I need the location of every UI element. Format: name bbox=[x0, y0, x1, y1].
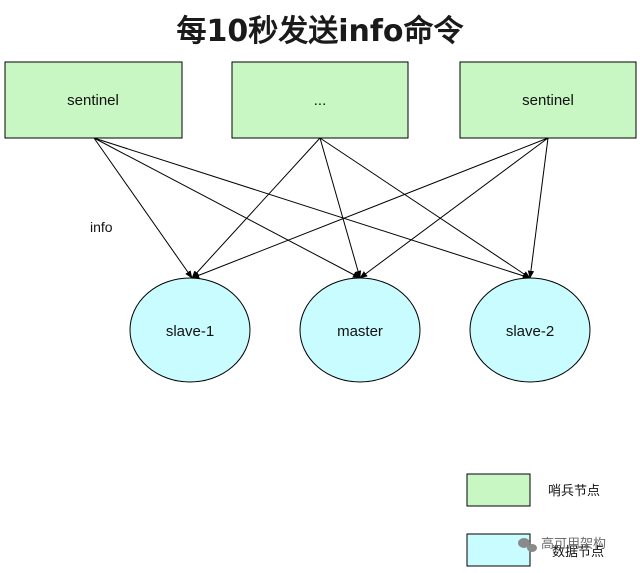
master-node bbox=[299, 277, 421, 383]
info-arrows bbox=[93, 137, 549, 279]
sentinel-right-label: sentinel bbox=[522, 92, 574, 109]
arrow-left-to-slave2 bbox=[93, 137, 531, 279]
arrow-right-to-slave2 bbox=[527, 137, 549, 279]
slave-1-label: slave-1 bbox=[166, 323, 214, 340]
legend-sentinel-label: 哨兵节点 bbox=[548, 484, 600, 499]
sentinel-left-box bbox=[4, 61, 183, 139]
sentinel-left-label: sentinel bbox=[67, 92, 119, 109]
legend-data-label: 数据节点 bbox=[552, 545, 604, 560]
watermark-text: 高可用架构 bbox=[541, 536, 606, 552]
arrow-right-to-master bbox=[359, 137, 549, 279]
legend-data-swatch bbox=[466, 533, 531, 567]
sentinel-middle-box bbox=[231, 61, 409, 139]
arrow-right-to-slave1 bbox=[191, 137, 549, 279]
master-label: master bbox=[337, 323, 383, 340]
arrow-left-to-master bbox=[93, 137, 361, 279]
arrow-left-to-slave1 bbox=[93, 137, 193, 279]
slave-2-label: slave-2 bbox=[506, 323, 554, 340]
slave-2-node bbox=[469, 277, 591, 383]
edge-label-info: info bbox=[90, 219, 113, 235]
legend-sentinel-swatch bbox=[466, 473, 531, 507]
diagram-title: 每10秒发送info命令 bbox=[176, 14, 464, 49]
arrow-middle-to-slave2 bbox=[319, 137, 531, 279]
arrow-middle-to-slave1 bbox=[191, 137, 321, 279]
arrow-middle-to-master bbox=[319, 137, 362, 279]
sentinel-right-box bbox=[459, 61, 637, 139]
sentinel-middle-label: ... bbox=[314, 92, 327, 109]
wechat-icon bbox=[518, 538, 537, 552]
slave-1-node bbox=[129, 277, 251, 383]
